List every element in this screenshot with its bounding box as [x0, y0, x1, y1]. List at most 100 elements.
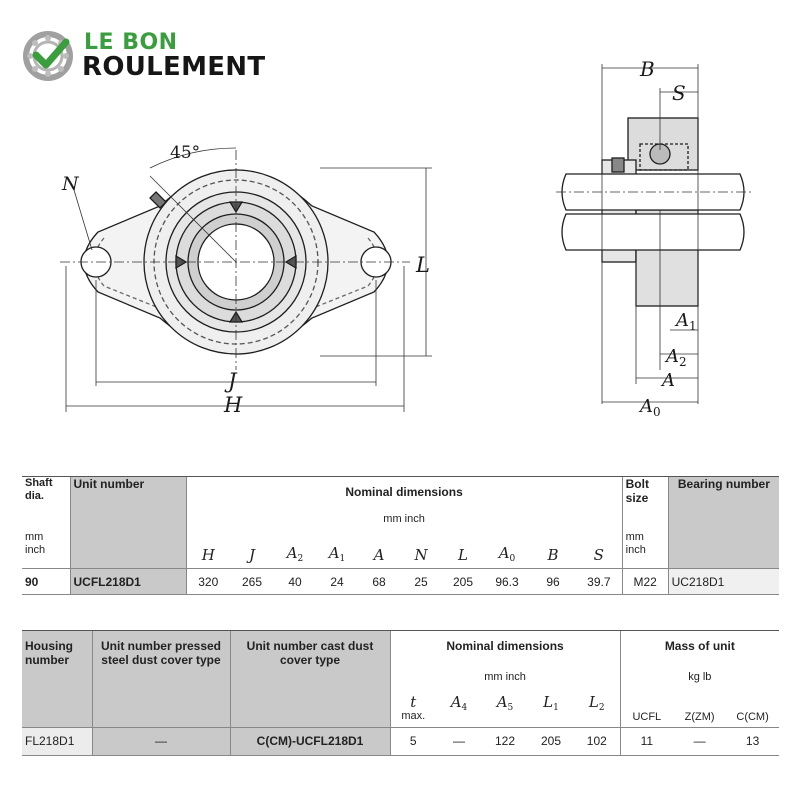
label-A2: A2	[664, 346, 687, 369]
cell-dimension: 320	[185, 568, 230, 595]
symbol-sub: 1	[339, 554, 346, 564]
cell-cast-type: C(CM)-UCFL218D1	[229, 726, 390, 756]
label-B: B	[639, 57, 655, 81]
label-S: S	[672, 81, 686, 105]
symbol-t-max: max.	[401, 709, 426, 722]
technical-drawing: 45° N L J H B S A1 A2 A A0	[60, 57, 752, 419]
symbol-main: A	[496, 693, 508, 711]
symbol-col: A1	[316, 531, 358, 569]
cell-mass: 13	[726, 726, 780, 756]
symbol-main: A	[373, 546, 385, 564]
header-bearing-number: Bearing number	[667, 476, 780, 569]
symbol-col: B	[530, 531, 576, 569]
symbol-main: L	[543, 693, 554, 711]
header-cast-type: Unit number cast dust cover type	[229, 630, 390, 727]
header-nominal-dimensions-2: Nominal dimensions mm inch	[389, 630, 621, 683]
symbol-col: L	[442, 531, 484, 569]
cell-pressed-type: —	[91, 726, 230, 756]
symbol-col: A5	[482, 683, 528, 727]
symbol-col: S	[576, 531, 622, 569]
symbol-sub: 5	[507, 703, 514, 713]
symbol-sub: 4	[461, 703, 468, 713]
symbol-main: L	[458, 546, 468, 564]
symbol-main: A	[498, 544, 510, 562]
mass-title: Mass of unit	[664, 639, 735, 653]
symbol-col: J	[230, 531, 274, 569]
cell-dimension: 5	[389, 726, 436, 756]
cell-dimension: 24	[316, 568, 358, 595]
symbol-col: L2	[574, 683, 620, 727]
symbol-sub: 2	[297, 554, 304, 564]
cell-dimension: 40	[274, 568, 316, 595]
symbol-main: N	[414, 546, 428, 564]
header-shaft-units: mm inch	[25, 530, 46, 556]
cell-dimension: 205	[528, 726, 574, 756]
header-bolt-size: Bolt size	[621, 476, 669, 531]
cell-dimension: 39.7	[576, 568, 623, 595]
symbol-main: B	[547, 546, 559, 564]
header-housing-number: Housing number	[22, 630, 92, 727]
symbol-col: A0	[484, 531, 530, 569]
bearing-checkmark-icon	[23, 31, 73, 81]
symbol-main: A	[328, 544, 340, 562]
mass-table: Housing number Unit number pressed steel…	[22, 630, 780, 756]
header-mass-of-unit: Mass of unit kg lb	[619, 630, 780, 683]
symbol-col: L1	[528, 683, 574, 727]
symbol-main: J	[248, 546, 255, 564]
mass-col-header: Z(ZM)	[684, 710, 715, 723]
cell-bolt-size: M22	[621, 568, 669, 595]
symbol-main: H	[201, 546, 215, 564]
cell-dimension: 68	[358, 568, 400, 595]
cell-dimension: —	[436, 726, 482, 756]
nominal-title: Nominal dimensions	[446, 639, 564, 653]
cell-dimension: 96.3	[484, 568, 530, 595]
label-A0: A0	[638, 396, 661, 419]
cell-mass: —	[673, 726, 727, 756]
symbol-main: A	[286, 544, 298, 562]
cell-mass: 11	[619, 726, 674, 756]
cell-dimension: 102	[574, 726, 621, 756]
cell-dimension: 205	[442, 568, 484, 595]
symbol-col: A2	[274, 531, 316, 569]
label-L: L	[415, 253, 430, 277]
header-nominal-units: mm inch	[185, 506, 623, 531]
front-centerlines	[60, 147, 410, 370]
header-unit-number: Unit number	[69, 476, 186, 569]
mass-units: kg lb	[688, 671, 712, 683]
mass-col-header: C(CM)	[736, 710, 769, 723]
cell-dimension: 96	[530, 568, 576, 595]
header-pressed-type: Unit number pressed steel dust cover typ…	[91, 630, 230, 727]
symbol-sub: 0	[509, 554, 516, 564]
symbol-col: A	[358, 531, 400, 569]
symbol-main: S	[593, 546, 604, 564]
symbol-main: A	[450, 693, 462, 711]
cell-unit-number: UCFL218D1	[69, 568, 186, 595]
header-shaft-dia: Shaft dia.	[22, 476, 70, 531]
cell-bearing-number: UC218D1	[667, 568, 780, 595]
logo-line1: LE BON	[84, 30, 178, 55]
cell-shaft-dia: 90	[22, 568, 70, 595]
label-A1: A1	[674, 310, 697, 333]
symbol-t-main: t	[410, 692, 417, 711]
symbol-col: N	[400, 531, 442, 569]
side-view	[561, 117, 745, 307]
cell-dimension: 265	[230, 568, 274, 595]
side-dimensions	[556, 64, 752, 404]
cell-housing-number: FL218D1	[22, 726, 92, 756]
symbol-main: L	[588, 693, 599, 711]
label-45-deg: 45°	[170, 143, 200, 163]
logo-line2: ROULEMENT	[82, 52, 266, 82]
cell-dimension: 25	[400, 568, 442, 595]
header-bolt-units: mm inch	[621, 530, 669, 569]
mass-col-header: UCFL	[619, 683, 674, 727]
label-J: J	[224, 369, 238, 393]
front-dimensions	[65, 167, 432, 412]
dimensions-table: Shaft dia. Unit number Nominal dimension…	[22, 476, 780, 595]
symbol-col: A4	[436, 683, 482, 727]
symbol-sub: 2	[598, 703, 605, 713]
cell-dimension: 122	[482, 726, 528, 756]
symbol-col: H	[185, 530, 230, 569]
label-H: H	[223, 393, 243, 417]
logo: LE BON ROULEMENT	[22, 28, 312, 84]
